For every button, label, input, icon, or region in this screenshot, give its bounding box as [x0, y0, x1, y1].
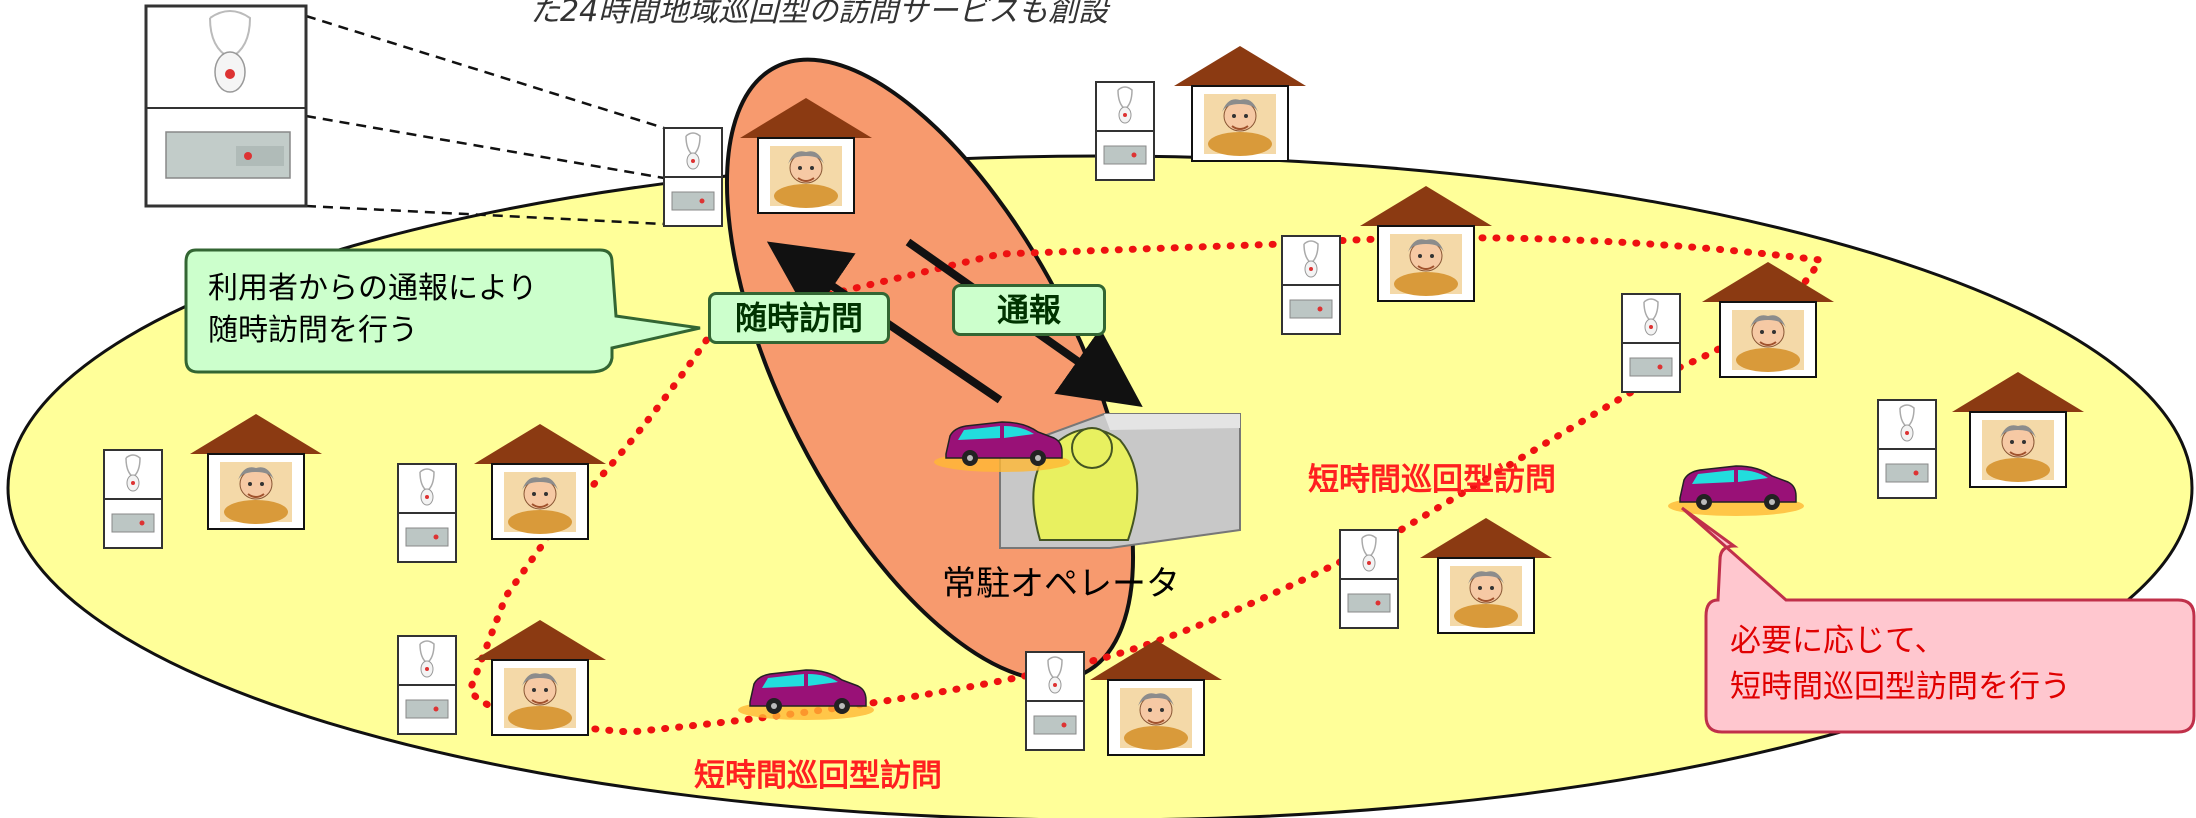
emergency-call-device-icon: [1025, 651, 1085, 751]
callout-green-line2: 随時訪問を行う: [208, 313, 418, 348]
emergency-call-device-icon: [1281, 235, 1341, 335]
label-junkai-bottom: 短時間巡回型訪問: [694, 758, 942, 794]
callout-green-bubble: [184, 248, 701, 374]
label-operator: 常駐オペレータ: [942, 564, 1180, 604]
callout-green-text: 利用者からの通報により 随時訪問を行う: [208, 268, 537, 352]
label-zuiji-houmon: 随時訪問: [708, 292, 890, 344]
emergency-call-device-icon: [397, 463, 457, 563]
label-junkai-right: 短時間巡回型訪問: [1308, 462, 1556, 498]
callout-pink-line2: 短時間巡回型訪問を行う: [1730, 669, 2071, 705]
device-detail-box: [144, 4, 308, 208]
callout-pink-bubble: [1681, 506, 2196, 734]
emergency-call-device-icon: [103, 449, 163, 549]
dispatch-arrow: [766, 241, 1003, 404]
label-tsuhou: 通報: [952, 284, 1106, 336]
caption-text: た24時間地域巡回型の訪問サービスも創設: [530, 0, 1109, 29]
callout-pink-line1: 必要に応じて、: [1730, 623, 1946, 659]
emergency-call-device-icon: [663, 127, 723, 227]
emergency-call-device-icon: [1095, 81, 1155, 181]
emergency-call-device-icon: [1877, 399, 1937, 499]
emergency-call-device-icon: [1621, 293, 1681, 393]
emergency-call-device-icon: [1339, 529, 1399, 629]
patrol-route: [466, 234, 1826, 736]
callout-green-line1: 利用者からの通報により: [208, 271, 538, 306]
house-with-elderly-resident-icon: [1173, 45, 1307, 162]
callout-pink-text: 必要に応じて、 短時間巡回型訪問を行う: [1730, 618, 2071, 710]
device-detail-leader-lines: [305, 14, 665, 226]
emergency-call-device-icon: [397, 635, 457, 735]
